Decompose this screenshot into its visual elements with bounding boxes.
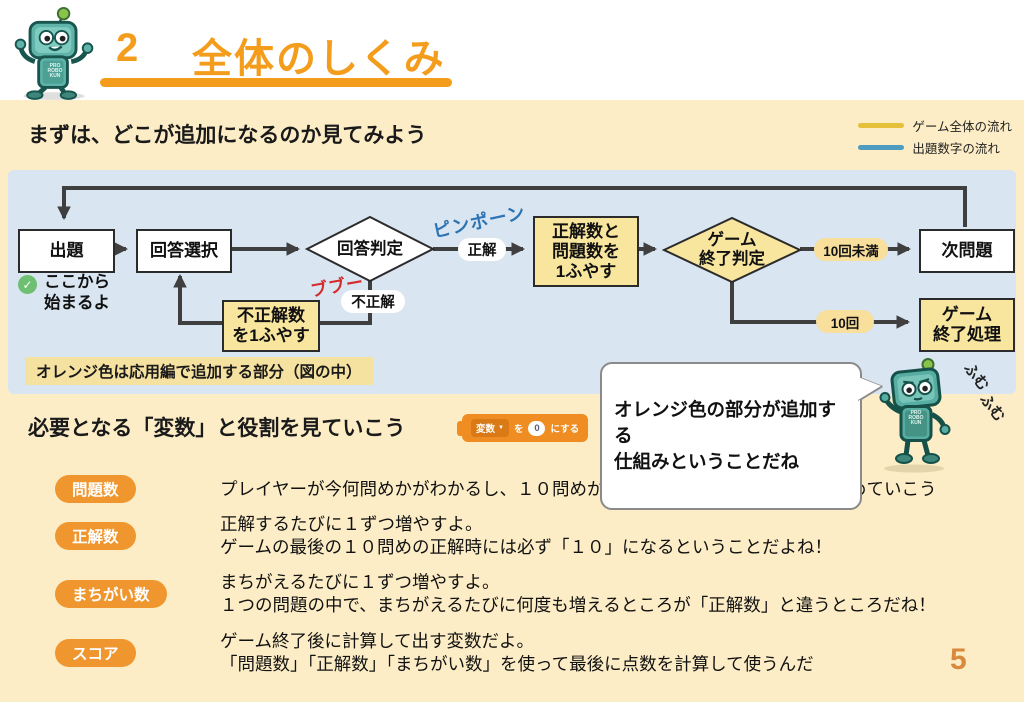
check-icon: ✓ xyxy=(18,275,37,294)
variable-description: まちがえるたびに１ずつ増やすよ。 １つの問題の中で、まちがえるたびに何度も増える… xyxy=(220,572,936,615)
edge-label-correct: 正解 xyxy=(458,238,506,261)
page-title: 全体のしくみ xyxy=(192,37,446,81)
mascot-robot-icon: PRO ROBO KUN xyxy=(8,4,100,100)
legend-line-blue xyxy=(858,145,905,150)
start-annotation: ✓ ここから 始まるよ xyxy=(18,272,110,314)
edge-label-incorrect: 不正解 xyxy=(341,290,405,313)
variable-pill: 正解数 xyxy=(55,522,136,550)
variable-pill: まちがい数 xyxy=(55,580,167,608)
speech-bubble: オレンジ色の部分が追加する 仕組みということだね xyxy=(600,362,881,510)
title-underline xyxy=(100,78,452,87)
flow-node-question: 出題 xyxy=(18,229,115,273)
variable-row-score: スコア ゲーム終了後に計算して出す変数だよ。 「問題数」「正解数」「まちがい数」… xyxy=(55,627,1008,679)
variable-description: 正解するたびに１ずつ増やすよ。 ゲームの最後の１０問めの正解時には必ず「１０」に… xyxy=(220,514,832,557)
variable-row-seikaisu: 正解数 正解するたびに１ずつ増やすよ。 ゲームの最後の１０問めの正解時には必ず「… xyxy=(55,511,1008,561)
scratch-value-slot: 0 xyxy=(528,420,546,436)
dropdown-arrow-icon: ▼ xyxy=(498,425,504,431)
flow-node-answer-judge: 回答判定 xyxy=(337,239,403,258)
flowchart-connectors xyxy=(57,186,967,329)
variables-heading: 必要となる「変数」と役割を見ていこう xyxy=(28,417,406,440)
flowchart-panel: 出題 回答選択 回答判定 不正解数 を1ふやす 正解数と 問題数を 1ふやす ゲ… xyxy=(8,170,1016,394)
edge-label-under-10: 10回未満 xyxy=(814,238,888,261)
flow-node-next-question: 次問題 xyxy=(919,229,1015,273)
legend-line-yellow xyxy=(858,123,905,128)
flow-node-end-process: ゲーム 終了処理 xyxy=(919,298,1015,352)
page-number: 5 xyxy=(950,643,967,676)
section-number: 2 xyxy=(116,26,139,70)
variable-pill: スコア xyxy=(55,639,136,667)
mascot-badge-text: PRO ROBO KUN xyxy=(908,410,924,426)
orange-parts-note: オレンジ色は応用編で追加する部分（図の中） xyxy=(25,357,373,385)
variable-pill: 問題数 xyxy=(55,475,136,503)
speech-bubble-text: オレンジ色の部分が追加する 仕組みということだね xyxy=(614,399,837,472)
flow-legend: ゲーム全体の流れ 出題数字の流れ xyxy=(858,116,1012,160)
intro-heading: まずは、どこが追加になるのか見てみよう xyxy=(28,124,427,147)
variable-row-machigaisu: まちがい数 まちがえるたびに１ずつ増やすよ。 １つの問題の中で、まちがえるたびに… xyxy=(55,569,1008,619)
flow-node-end-judge: ゲーム 終了判定 xyxy=(699,231,765,268)
flow-node-answer-select: 回答選択 xyxy=(136,229,232,273)
flow-node-correct-increment: 正解数と 問題数を 1ふやす xyxy=(533,216,639,287)
answer-judge-diamond xyxy=(304,215,436,283)
end-judge-diamond xyxy=(661,216,803,284)
legend-item-game-flow: ゲーム全体の流れ xyxy=(858,116,1012,135)
variable-row-mondaisu: 問題数 プレイヤーが今何問めかがわかるし、１０問めが正解すればゲーム終了処理に進… xyxy=(55,474,1008,504)
variable-description: ゲーム終了後に計算して出す変数だよ。 「問題数」「正解数」「まちがい数」を使って… xyxy=(220,631,814,674)
mascot-badge-text: PRO ROBO KUN xyxy=(47,63,63,79)
scratch-variable-dropdown: 変数 ▼ xyxy=(471,419,509,437)
flow-node-wrong-increment: 不正解数 を1ふやす xyxy=(222,300,320,352)
legend-item-number-flow: 出題数字の流れ xyxy=(858,138,1012,157)
mascot-robot-thinking-icon: PRO ROBO KUN xyxy=(864,356,964,474)
scratch-set-variable-block: 変数 ▼ を 0 にする xyxy=(456,414,589,442)
speech-bubble-tail xyxy=(858,377,881,400)
edge-label-10-times: 10回 xyxy=(816,310,874,333)
